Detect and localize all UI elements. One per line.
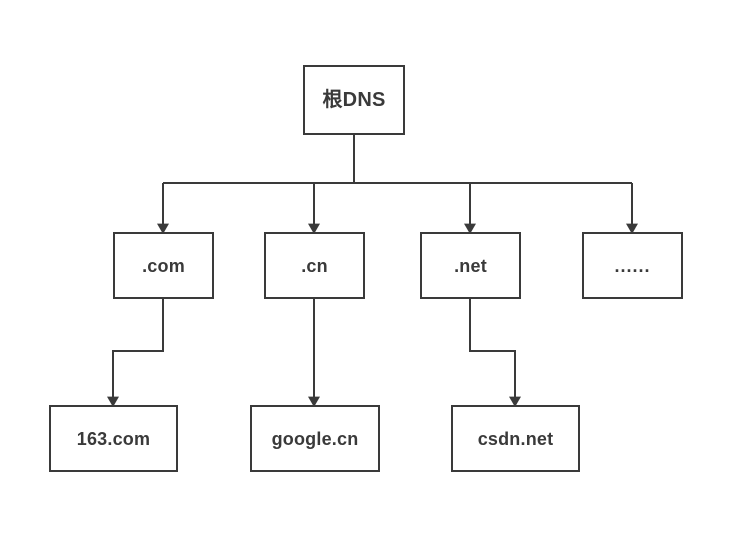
node-domain-google-cn-label: google.cn [271,428,359,449]
node-domain-163-com-label: 163.com [76,428,151,449]
edge-com-to-163 [107,299,164,407]
node-root-dns-label: 根DNS [322,89,386,111]
node-root-dns[interactable]: 根DNS [303,65,405,135]
node-tld-com-label: .com [142,255,185,276]
node-domain-csdn-net-label: csdn.net [477,428,554,449]
node-domain-google-cn[interactable]: google.cn [250,405,380,472]
node-domain-csdn-net[interactable]: csdn.net [451,405,580,472]
node-tld-com[interactable]: .com [113,232,214,299]
node-tld-net-label: .net [454,255,487,276]
node-tld-more-label: ...... [614,255,651,276]
node-domain-163-com[interactable]: 163.com [49,405,178,472]
node-tld-cn[interactable]: .cn [264,232,365,299]
node-tld-more[interactable]: ...... [582,232,683,299]
edge-net-to-csdn [469,299,521,407]
node-tld-net[interactable]: .net [420,232,521,299]
node-tld-cn-label: .cn [301,255,328,276]
